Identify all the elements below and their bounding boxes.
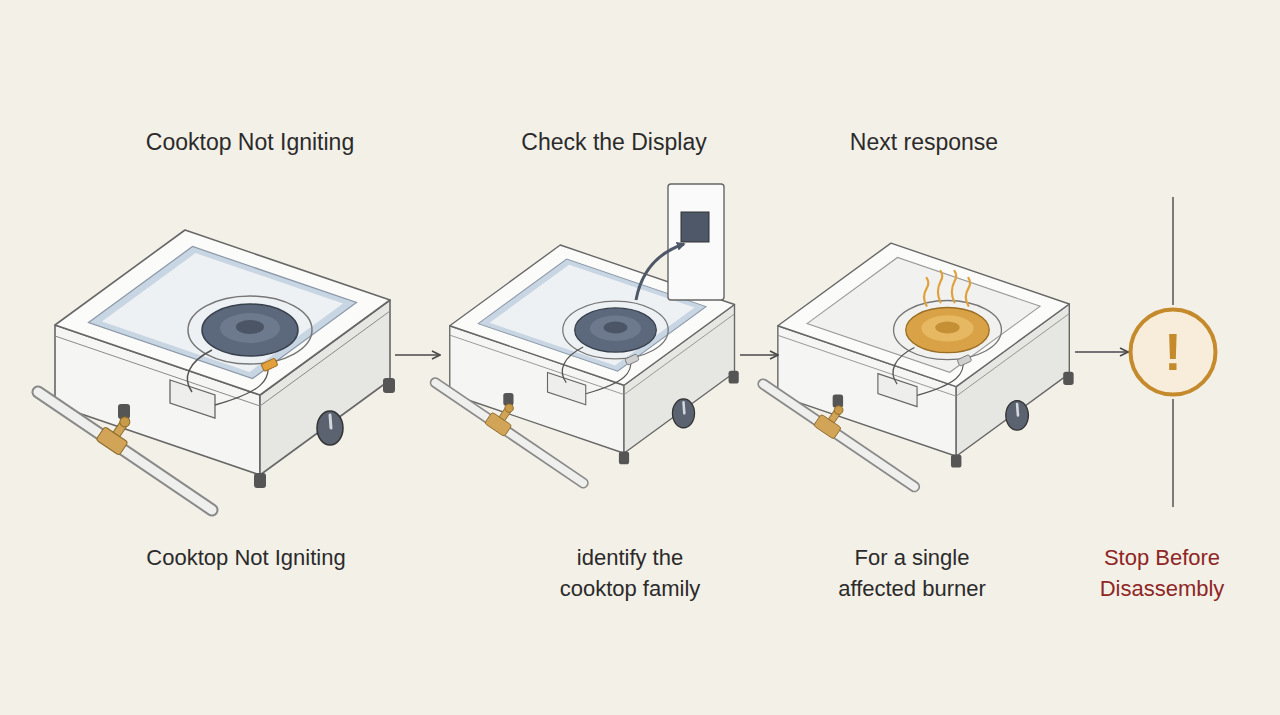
display-screen — [681, 212, 709, 242]
flame — [952, 271, 956, 302]
flame — [924, 278, 928, 306]
cooktop-well — [89, 247, 357, 379]
stove — [763, 243, 1074, 487]
step-panel: Cooktop Not IgnitingCooktop Not Igniting — [40, 105, 395, 605]
display-panel — [668, 184, 724, 300]
step-panel: Check the Displayidentify the cooktop fa… — [440, 105, 740, 605]
burner-grate — [893, 301, 1001, 396]
igniter — [625, 354, 639, 366]
step-panel: Next responseFor a single affected burne… — [778, 105, 1075, 605]
igniter — [261, 358, 278, 372]
step-caption: identify the cooktop family — [545, 542, 715, 604]
flames — [924, 271, 970, 306]
step-heading: Cooktop Not Igniting — [100, 128, 400, 156]
step-heading: Next response — [784, 128, 1064, 156]
divider-line — [1172, 197, 1174, 305]
cooktop-well — [807, 257, 1040, 372]
display-pointer — [636, 244, 684, 300]
warning-symbol: ! — [1128, 307, 1218, 397]
stove — [38, 230, 395, 510]
burner — [202, 304, 298, 356]
edge-group — [395, 352, 1128, 355]
flow-arrow — [395, 354, 440, 356]
stove-illustration — [763, 243, 1074, 487]
burner-grate — [562, 301, 668, 394]
flame — [938, 271, 942, 302]
igniter — [957, 354, 972, 366]
divider-line — [1172, 399, 1174, 507]
step-caption: For a single affected burner — [827, 542, 997, 604]
flame — [966, 278, 970, 306]
stove-illustration — [38, 230, 395, 510]
step-caption: Cooktop Not Igniting — [96, 542, 396, 573]
burner — [906, 307, 990, 352]
burner — [575, 308, 657, 352]
step-heading: Check the Display — [474, 128, 754, 156]
burner-grate — [187, 296, 312, 405]
flow-arrow — [740, 354, 778, 356]
warning-caption: Stop Before Disassembly — [1072, 542, 1252, 604]
warning-circle: !Stop Before Disassembly — [1128, 307, 1218, 397]
flow-arrow — [1075, 351, 1128, 353]
